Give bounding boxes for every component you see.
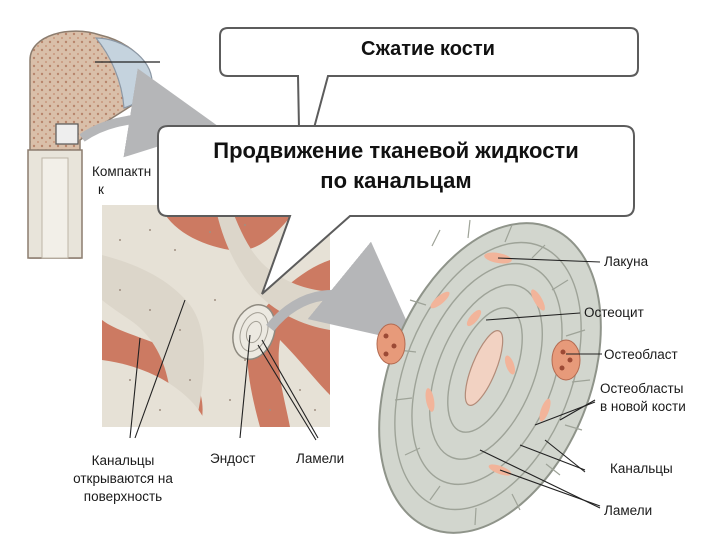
label-lacuna: Лакуна <box>604 253 648 271</box>
osteoblast-right <box>552 340 580 380</box>
label-canaliculi-open-line2: открываются на <box>48 470 198 488</box>
callout-fluid-text: Продвижение тканевой жидкости по канальц… <box>160 136 632 196</box>
label-lamellae: Ламели <box>604 502 652 520</box>
label-compact-partial-1: Компактн <box>92 163 151 181</box>
label-canaliculi-open-line3: поверхность <box>48 488 198 506</box>
label-compact-partial-2: к <box>98 181 104 199</box>
label-osteoblasts-new-bone: Остеобласты в новой кости <box>600 380 718 416</box>
label-osteoblasts-new-line2: в новой кости <box>600 398 718 416</box>
callout-fluid-line1: Продвижение тканевой жидкости <box>160 136 632 166</box>
osteoblast-left <box>377 324 405 364</box>
label-canaliculi-open: Канальцы открываются на поверхность <box>48 452 198 506</box>
callout-compression-text: Сжатие кости <box>222 38 634 61</box>
label-osteoblasts-new-line1: Остеобласты <box>600 380 718 398</box>
callout-fluid-line2: по канальцам <box>160 166 632 196</box>
label-osteoblast: Остеобласт <box>604 346 678 364</box>
label-canaliculi-open-line1: Канальцы <box>48 452 198 470</box>
label-osteocyte: Остеоцит <box>584 304 644 322</box>
osteon-magnified <box>337 190 644 540</box>
label-lamellae-mid: Ламели <box>296 450 344 468</box>
label-canaliculi: Канальцы <box>610 460 673 478</box>
label-endosteum: Эндост <box>210 450 255 468</box>
